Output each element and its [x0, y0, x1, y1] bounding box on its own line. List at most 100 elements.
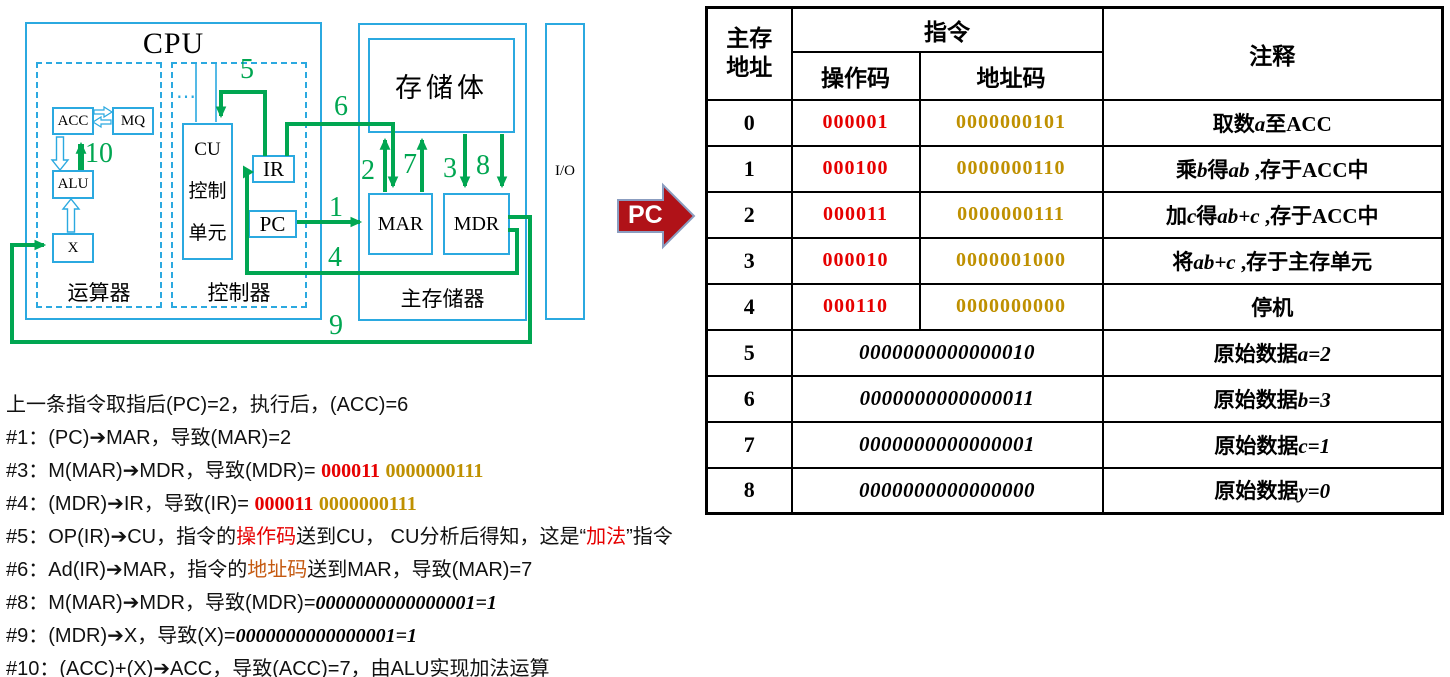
note-line: 上一条指令取指后(PC)=2，执行后，(ACC)=6 [6, 390, 926, 423]
comment-cell: 将ab+c ,存于主存单元 [1101, 236, 1444, 285]
text-segment: 原始数据 [1213, 387, 1298, 412]
note-line: #8：M(MAR)➔MDR，导致(MDR)=0000000000000001=1 [6, 588, 926, 621]
text-segment: 原始数据 [1214, 433, 1299, 458]
comment-cell: 原始数据y=0 [1101, 466, 1444, 515]
text-segment: b=3 [1297, 387, 1331, 412]
text-segment: #9：(MDR)➔X，导致(X)= [6, 625, 236, 647]
addr-cell: 1 [705, 144, 793, 193]
text-segment: 送到MAR，导致(MAR)=7 [307, 559, 533, 581]
cu-box: CU 控制 单元 [182, 123, 233, 260]
header-addr-line1: 主存 [726, 26, 773, 51]
addr-cell: 0 [705, 98, 793, 147]
acc-register: ACC [52, 107, 94, 135]
pc-pointer-label: PC [628, 201, 663, 229]
comment-cell: 原始数据b=3 [1101, 374, 1444, 423]
text-segment: 将 [1172, 249, 1194, 274]
text-segment: 得 [1196, 203, 1218, 228]
control-section-label: 控制器 [207, 281, 271, 305]
wire-label-4: 4 [328, 242, 342, 273]
note-line: #9：(MDR)➔X，导致(X)=0000000000000001=1 [6, 621, 926, 654]
text-segment: 停机 [1251, 295, 1294, 320]
addr-cell: 5 [705, 328, 793, 377]
main-memory-label: 主存储器 [400, 287, 485, 311]
text-segment: #3：M(MAR)➔MDR，导致(MDR)= [6, 460, 322, 482]
text-segment: 0000000000000001=1 [235, 625, 417, 647]
text-segment: 取数 [1212, 111, 1255, 136]
text-segment: #8：M(MAR)➔MDR，导致(MDR)= [6, 592, 316, 614]
text-segment: #1：(PC)➔MAR，导致(MAR)=2 [6, 427, 292, 449]
wire-label-3: 3 [443, 153, 457, 184]
text-segment: 原始数据 [1214, 479, 1299, 504]
comment-cell: 停机 [1101, 282, 1444, 331]
header-addr: 主存 地址 [705, 6, 793, 101]
comment-cell: 加c得ab+c ,存于ACC中 [1101, 190, 1444, 239]
cpu-title: CPU [142, 27, 205, 60]
text-segment: 乘 [1176, 157, 1197, 182]
note-line: #6：Ad(IR)➔MAR，指令的地址码送到MAR，导致(MAR)=7 [6, 555, 926, 588]
data-word-cell: 0000000000000001 [790, 420, 1104, 469]
text-segment: ”指令 [626, 526, 673, 548]
text-segment: a [1254, 111, 1266, 136]
text-segment: ,存于主存单元 [1235, 249, 1373, 274]
text-segment: 至ACC [1265, 111, 1332, 136]
header-opcode: 操作码 [790, 50, 921, 101]
wire-label-9: 9 [329, 310, 343, 341]
wire-label-2: 2 [361, 155, 375, 186]
note-line: #1：(PC)➔MAR，导致(MAR)=2 [6, 423, 926, 456]
address-code-cell: 0000001000 [918, 236, 1104, 285]
data-word-cell: 0000000000000000 [790, 466, 1104, 515]
note-line: #3：M(MAR)➔MDR，导致(MDR)= 000011 0000000111 [6, 456, 926, 489]
text-segment: #4：(MDR)➔IR，导致(IR)= [6, 493, 255, 515]
opcode-cell: 000110 [790, 282, 921, 331]
cu-label-3: 单元 [188, 222, 227, 244]
text-segment: 0000000111 [318, 493, 417, 515]
text-segment: 0000000000000001=1 [315, 592, 497, 614]
address-code-cell: 0000000110 [918, 144, 1104, 193]
ir-register: IR [252, 155, 295, 183]
address-code-cell: 0000000000 [918, 282, 1104, 331]
alu-box: ALU [52, 170, 94, 199]
io-box: I/O [545, 23, 585, 320]
note-line: #10：(ACC)+(X)➔ACC，导致(ACC)=7，由ALU实现加法运算 [6, 654, 926, 677]
text-segment: #10：(ACC)+(X)➔ACC，导致(ACC)=7，由ALU实现加法运算 [6, 658, 550, 677]
wire-label-10: 10 [85, 138, 113, 169]
alu-section-label: 运算器 [67, 281, 131, 305]
text-segment: a=2 [1297, 341, 1331, 366]
addr-cell: 4 [705, 282, 793, 331]
wire-label-7: 7 [403, 149, 417, 180]
header-addr-line2: 地址 [726, 54, 773, 80]
text-segment: 原始数据 [1213, 341, 1298, 366]
wire-label-5: 5 [240, 54, 254, 85]
table-subheader-row: 操作码 地址码 [707, 50, 1443, 101]
comment-cell: 乘b得ab ,存于ACC中 [1101, 144, 1444, 193]
opcode-cell: 000010 [790, 236, 921, 285]
mdr-register: MDR [443, 193, 510, 255]
text-segment: ,存于ACC中 [1249, 157, 1369, 182]
opcode-cell: 000011 [790, 190, 921, 239]
text-segment: 000011 [321, 460, 380, 482]
x-register: X [52, 233, 94, 263]
text-segment: #6：Ad(IR)➔MAR，指令的 [6, 559, 248, 581]
addr-cell: 3 [705, 236, 793, 285]
table-header-row: 主存 地址 指令 注释 [705, 6, 1444, 101]
data-word-cell: 0000000000000011 [790, 374, 1104, 423]
wire-label-6: 6 [334, 91, 348, 122]
comment-cell: 取数a至ACC [1101, 98, 1444, 147]
text-segment: 送到CU， CU分析后得知，这是“ [296, 526, 587, 548]
text-segment: 加 [1165, 203, 1187, 228]
addr-cell: 2 [705, 190, 793, 239]
comment-cell: 原始数据c=1 [1101, 420, 1444, 469]
text-segment: 0000000111 [385, 460, 484, 482]
text-segment: 000011 [254, 493, 314, 515]
notes: 上一条指令取指后(PC)=2，执行后，(ACC)=6 #1：(PC)➔MAR，导致… [6, 390, 926, 677]
text-segment: c [1186, 203, 1197, 228]
